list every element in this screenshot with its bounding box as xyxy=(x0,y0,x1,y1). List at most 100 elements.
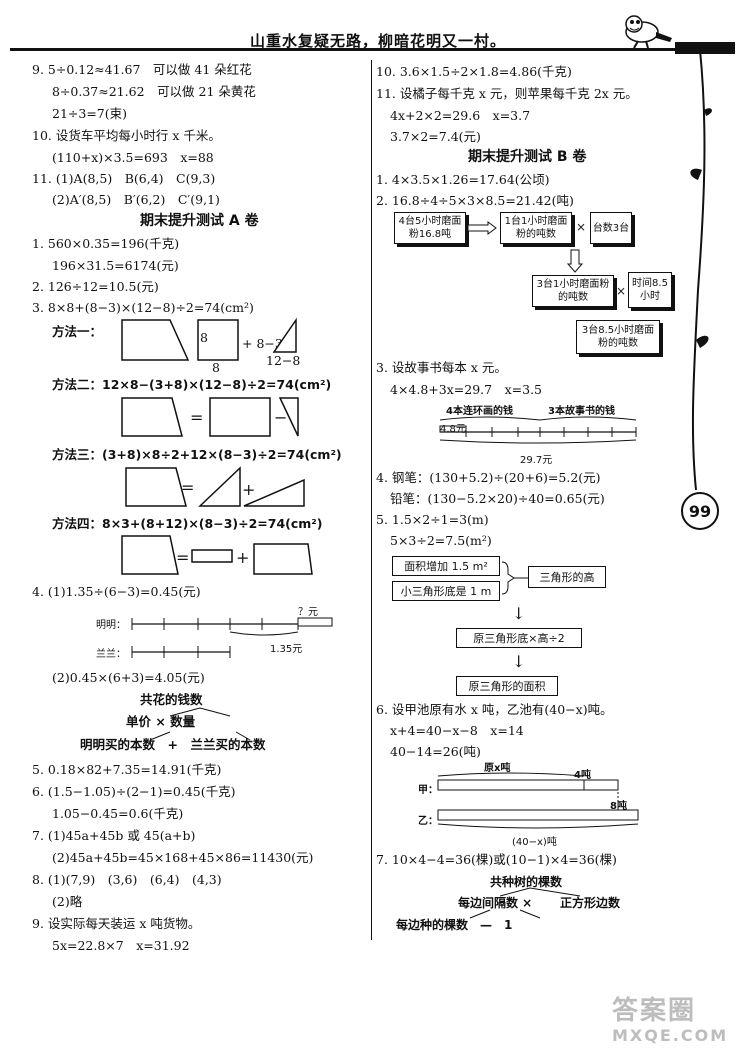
a4-lanlan-label: 兰兰： xyxy=(96,649,126,660)
answer-10-line2: (110+x)×3.5=693 x=88 xyxy=(52,150,214,165)
flow-box-1: 4台5小时磨面粉16.8吨 xyxy=(394,212,466,244)
method4-plus: + xyxy=(236,548,250,567)
right-column-b6: 6. 设甲池原有水 x 吨，乙池有(40−x)吨。 x+4=40−x−8 x=1… xyxy=(372,0,672,1055)
cartoon-mascot-icon xyxy=(625,15,672,49)
method4-shapes-icon xyxy=(121,535,313,575)
b2-line: 2. 16.8÷4÷5×3×8.5=21.42(吨) xyxy=(376,193,574,208)
right-column-b7: 7. 10×4−4=36(棵)或(10−1)×4=36(棵) xyxy=(372,0,672,1055)
method4-equals: = xyxy=(176,548,190,567)
a3-line: 3. 8×8+(8−3)×(12−8)÷2=74(cm²) xyxy=(32,300,254,315)
method2-shapes-icon xyxy=(121,397,299,437)
b5-box-a: 面积增加 1.5 m² xyxy=(392,556,500,576)
tree-bottom: 明明买的本数 + 兰兰买的本数 xyxy=(80,737,266,752)
b6-jia-label: 甲： xyxy=(418,785,438,796)
header-rule-end xyxy=(675,42,735,54)
tree7-mid2: 正方形边数 xyxy=(560,896,621,910)
tree7-bottom: 每边种的棵数 — 1 xyxy=(396,918,513,932)
flow-box-2: 1台1小时磨面粉的吨数 xyxy=(500,212,572,244)
a4-question-label: ？元 xyxy=(298,607,318,618)
section-title-a: 期末提升测试 A 卷 xyxy=(140,213,259,229)
b6-eight-label: 8吨 xyxy=(610,801,627,812)
flow-times-1: × xyxy=(576,220,587,234)
a4-segment-diagram xyxy=(131,617,333,658)
b5-line2: 5×3÷2=7.5(m²) xyxy=(390,533,492,548)
method2-line: 方法二：12×8−(3+8)×(12−8)÷2=74(cm²) xyxy=(52,377,332,392)
tree7-mid1: 每边间隔数 × xyxy=(458,896,533,910)
method3-line: 方法三：(3+8)×8÷2+12×(8−3)÷2=74(cm²) xyxy=(52,447,342,462)
method1-triangle-icon xyxy=(272,317,297,353)
answer-9-line1: 9. 5÷0.12≈41.67 可以做 41 朵红花 xyxy=(32,62,252,77)
answer-9-line2: 8÷0.37≈21.62 可以做 21 朵黄花 xyxy=(52,84,256,99)
column-divider xyxy=(371,60,372,940)
tree-top: 共花的钱数 xyxy=(140,692,203,707)
method1-square-label: 8 xyxy=(200,330,208,345)
method1-triangle-label: 12−8 xyxy=(266,353,301,368)
a9-line2: 5x=22.8×7 x=31.92 xyxy=(52,938,190,953)
flow-box-3: 台数3台 xyxy=(590,212,632,244)
flow-arrow-1 xyxy=(467,221,497,235)
b3-line1: 3. 设故事书每本 x 元。 xyxy=(376,360,507,375)
b5-arrow-2: ↓ xyxy=(512,652,526,671)
flow-box-6: 3台8.5小时磨面粉的吨数 xyxy=(576,320,660,354)
a2-line: 2. 126÷12=10.5(元) xyxy=(32,279,159,294)
a5-line: 5. 0.18×82+7.35=14.91(千克) xyxy=(32,762,222,777)
b5-arrow-1: ↓ xyxy=(512,604,526,623)
b3-line2: 4×4.8+3x=29.7 x=3.5 xyxy=(390,382,542,397)
b5-box-d: 原三角形底×高÷2 xyxy=(456,628,582,648)
a8-line1: 8. (1)(7,9) (3,6) (6,4) (4,3) xyxy=(32,872,222,887)
method1-plus: + 8−3 xyxy=(242,336,283,351)
a4-total-label: 1.35元 xyxy=(270,644,303,655)
b6-line3: 40−14=26(吨) xyxy=(390,744,481,759)
b3-small-label: 4.8元 xyxy=(440,424,466,435)
method4-line: 方法四：8×3+(8+12)×(8−3)÷2=74(cm²) xyxy=(52,516,323,531)
b3-label-left: 4本连环画的钱 xyxy=(446,406,513,417)
method2-minus: − xyxy=(274,408,288,427)
watermark-line2: MXQE.COM xyxy=(612,1026,729,1045)
b6-line2: x+4=40−x−8 x=14 xyxy=(390,723,524,738)
a6-line2: 1.05−0.45=0.6(千克) xyxy=(52,806,184,821)
tree-mid: 单价 × 数量 xyxy=(126,714,196,729)
b4-line1: 4. 钢笔：(130+5.2)÷(20+6)=5.2(元) xyxy=(376,470,601,485)
b6-yi-label: 乙： xyxy=(418,816,438,827)
b7-line: 7. 10×4−4=36(棵)或(10−1)×4=36(棵) xyxy=(376,852,617,867)
method1-label: 方法一： xyxy=(52,324,103,339)
r11-line2: 4x+2×2=29.6 x=3.7 xyxy=(390,108,531,123)
watermark-logo: 答案圈 MXQE.COM xyxy=(612,996,740,1052)
a7-line1: 7. (1)45a+45b 或 45(a+b) xyxy=(32,828,196,843)
right-column: 10. 3.6×1.5÷2×1.8=4.86(千克) 11. 设橘子每千克 x … xyxy=(372,0,672,1055)
section-title-b: 期末提升测试 B 卷 xyxy=(468,149,587,165)
right-column-lower: 3. 设故事书每本 x 元。 4×4.8+3x=29.7 x=3.5 xyxy=(372,0,672,1055)
r11-line3: 3.7×2=7.4(元) xyxy=(390,129,481,144)
page-number: 99 xyxy=(681,492,719,530)
method3-equals: = xyxy=(181,478,195,497)
a4-line1: 4. (1)1.35÷(6−3)=0.45(元) xyxy=(32,584,201,599)
a6-line1: 6. (1.5−1.05)÷(2−1)=0.45(千克) xyxy=(32,784,236,799)
answer-11-line2: (2)A′(8,5) B′(6,2) C′(9,1) xyxy=(52,192,220,207)
b5-box-c: 三角形的高 xyxy=(528,566,606,588)
b6-segment-diagram xyxy=(437,772,639,829)
b5-box-b: 小三角形底是 1 m xyxy=(392,581,500,601)
method1-square-below: 8 xyxy=(212,360,220,375)
vine-decoration xyxy=(690,49,712,491)
b3-total-label: 29.7元 xyxy=(520,455,553,466)
a1-line1: 1. 560×0.35=196(千克) xyxy=(32,236,180,251)
flow-box-5: 时间8.5小时 xyxy=(628,272,672,308)
method2-equals: = xyxy=(190,408,204,427)
answer-9-line3: 21÷3=7(束) xyxy=(52,106,128,121)
right-column-b4: 4. 钢笔：(130+5.2)÷(20+6)=5.2(元) 铅笔：(130−5.… xyxy=(372,0,672,1055)
a4-line2: (2)0.45×(6+3)=4.05(元) xyxy=(52,670,205,685)
a1-line2: 196×31.5=6174(元) xyxy=(52,258,179,273)
flow-arrow-down xyxy=(566,249,584,273)
b3-label-right: 3本故事书的钱 xyxy=(548,406,615,417)
a4-mingming-label: 明明： xyxy=(96,620,126,631)
tree-lines xyxy=(149,707,251,741)
tree7-top: 共种树的棵数 xyxy=(490,875,563,889)
method1-square-icon xyxy=(197,319,239,361)
left-column: 9. 5÷0.12≈41.67 可以做 41 朵红花 8÷0.37≈21.62 … xyxy=(0,0,370,1055)
a8-line2: (2)略 xyxy=(52,894,83,909)
b5-brace-arrow xyxy=(501,561,528,595)
a7-line2: (2)45a+45b=45×168+45×86=11430(元) xyxy=(52,850,314,865)
watermark-line1: 答案圈 xyxy=(612,996,697,1026)
method3-plus: + xyxy=(242,480,256,499)
